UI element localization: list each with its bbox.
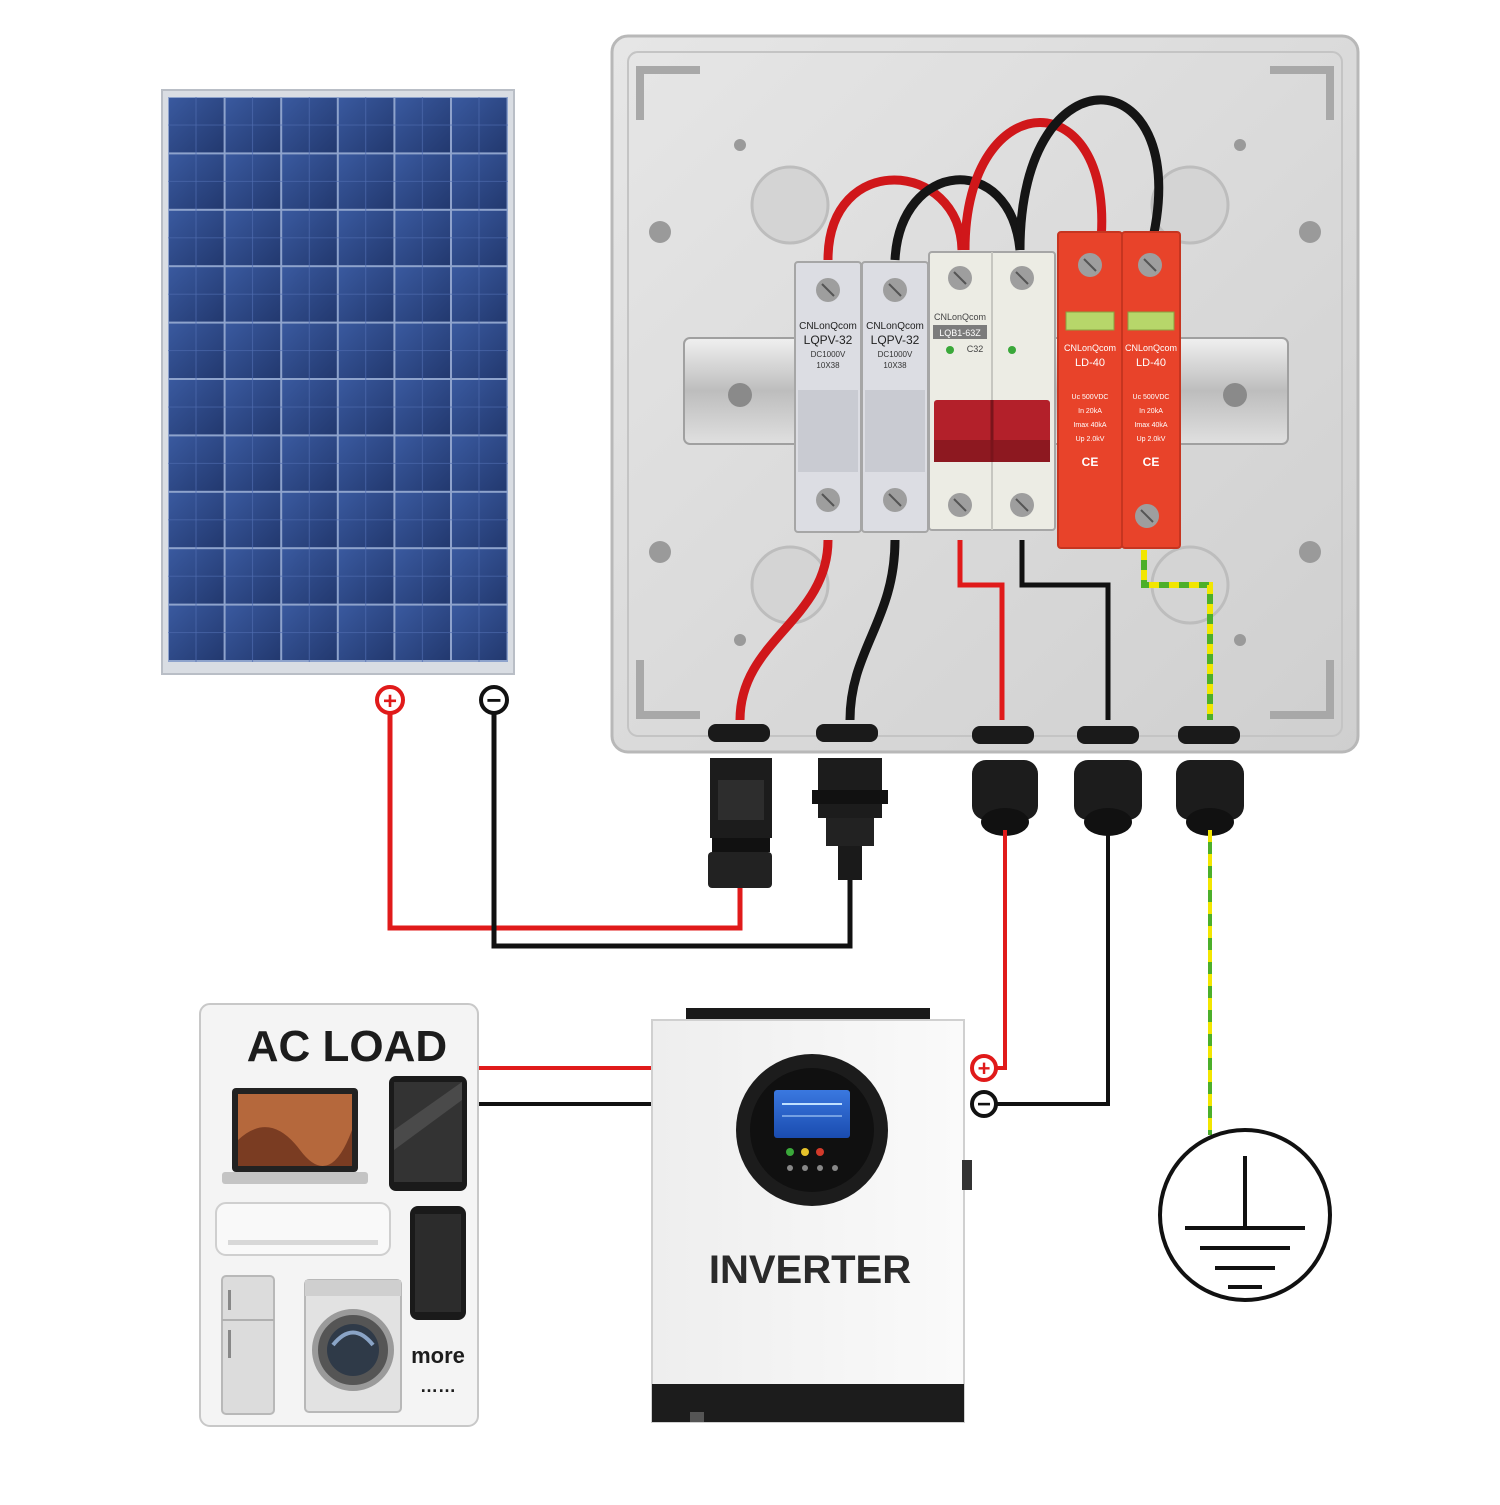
spd-2-line3: Imax 40kA (1134, 422, 1167, 429)
inverter-negative-wire (990, 830, 1110, 1106)
fuse-holder-2-rating: DC1000V (878, 350, 913, 359)
tablet-icon (389, 1076, 467, 1191)
spd-2-brand: CNLonQcom (1125, 343, 1177, 353)
inverter-positive-wire (990, 830, 1007, 1070)
pv-negative-wire (491, 700, 853, 949)
pv-positive-wire (387, 700, 743, 931)
cable-gland-positive (972, 760, 1038, 836)
dc-breaker: CNLonQcom LQB1-63Z C32 (928, 251, 1056, 531)
spd-1-brand: CNLonQcom (1064, 343, 1116, 353)
spd-2-line4: Up 2.0kV (1137, 436, 1166, 443)
spd-1-line4: Up 2.0kV (1076, 436, 1105, 443)
fuse-holder-2: CNLonQcom LQPV-32 DC1000V 10X38 (861, 261, 929, 533)
inverter-negative-terminal: − (970, 1090, 998, 1118)
ac-load-panel: AC LOAD (199, 1003, 479, 1427)
breaker-brand: CNLonQcom (934, 312, 986, 322)
refrigerator-icon (221, 1275, 275, 1415)
pv-wires (387, 700, 853, 949)
cable-gland-negative (1074, 760, 1142, 836)
solar-panel-cells (168, 97, 508, 662)
spd-2-line2: In 20kA (1139, 408, 1163, 415)
earth-ground-icon (1158, 1128, 1332, 1302)
inverter-positive-symbol: + (978, 1056, 991, 1081)
panel-positive-symbol: + (383, 688, 397, 715)
inverter-display (736, 1054, 888, 1206)
spd-1-line1: Uc 500VDC (1072, 394, 1109, 401)
inverter-label: INVERTER (709, 1248, 911, 1292)
inverter: INVERTER (651, 1008, 972, 1423)
fuse-holder-2-fuse: 10X38 (883, 361, 907, 370)
ac-load-more: more (411, 1343, 465, 1368)
fuse-holder-1-brand: CNLonQcom (799, 321, 857, 332)
fuse-holder-2-brand: CNLonQcom (866, 321, 924, 332)
panel-positive-terminal: + (375, 685, 405, 715)
mc4-connector-positive (708, 758, 772, 888)
spd-1-line2: In 20kA (1078, 408, 1102, 415)
cable-gland-ground (1176, 760, 1244, 836)
air-conditioner-icon (215, 1202, 391, 1256)
spd-1-model: LD-40 (1075, 357, 1105, 369)
spd-2-line1: Uc 500VDC (1133, 394, 1170, 401)
fuse-holder-1-model: LQPV-32 (804, 333, 853, 347)
internal-wires (735, 95, 1213, 721)
panel-negative-symbol: − (486, 685, 501, 715)
spd-2-model: LD-40 (1136, 357, 1166, 369)
washing-machine-icon (304, 1279, 402, 1413)
mc4-connector-negative (812, 758, 888, 880)
spd-1-ce: CE (1082, 455, 1099, 469)
panel-negative-terminal: − (479, 685, 509, 715)
solar-panel (161, 89, 515, 675)
ac-load-title: AC LOAD (247, 1022, 447, 1071)
smartphone-icon (410, 1206, 466, 1320)
inverter-positive-terminal: + (970, 1054, 998, 1082)
surge-protector-1: CNLonQcom LD-40 Uc 500VDC In 20kA Imax 4… (1057, 231, 1123, 549)
surge-protector-2: CNLonQcom LD-40 Uc 500VDC In 20kA Imax 4… (1121, 231, 1181, 549)
inverter-negative-symbol: − (977, 1091, 991, 1118)
breaker-model: LQB1-63Z (939, 328, 981, 338)
ac-load-ellipsis: …… (420, 1376, 456, 1396)
cable-grommets (708, 724, 1240, 744)
spd-2-ce: CE (1143, 455, 1160, 469)
fuse-holder-1-fuse: 10X38 (816, 361, 840, 370)
fuse-holder-1: CNLonQcom LQPV-32 DC1000V 10X38 (794, 261, 862, 533)
breaker-rating: C32 (967, 344, 984, 354)
laptop-icon (222, 1088, 368, 1184)
spd-1-line3: Imax 40kA (1073, 422, 1106, 429)
fuse-holder-2-model: LQPV-32 (871, 333, 920, 347)
fuse-holder-1-rating: DC1000V (811, 350, 846, 359)
